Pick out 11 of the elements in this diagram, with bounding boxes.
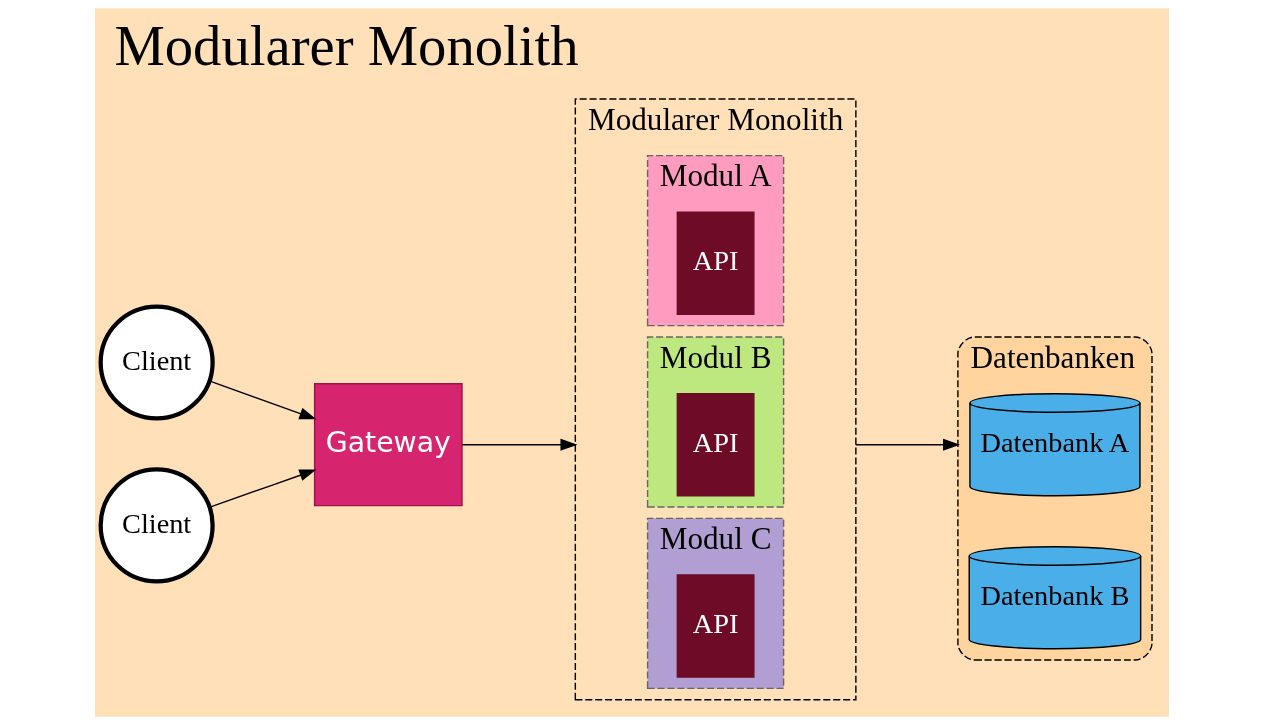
arrow bbox=[208, 469, 316, 508]
node-circle: Client bbox=[98, 304, 215, 421]
arrow bbox=[208, 380, 316, 420]
arrow bbox=[460, 438, 577, 451]
node-circle: Client bbox=[98, 467, 215, 584]
node-box: API bbox=[676, 392, 755, 497]
node-box: API bbox=[676, 211, 755, 316]
arrow bbox=[854, 438, 960, 451]
node-box: API bbox=[676, 574, 755, 678]
diagram-title: Modularer Monolith bbox=[113, 14, 579, 77]
node-box: Gateway bbox=[313, 383, 463, 507]
